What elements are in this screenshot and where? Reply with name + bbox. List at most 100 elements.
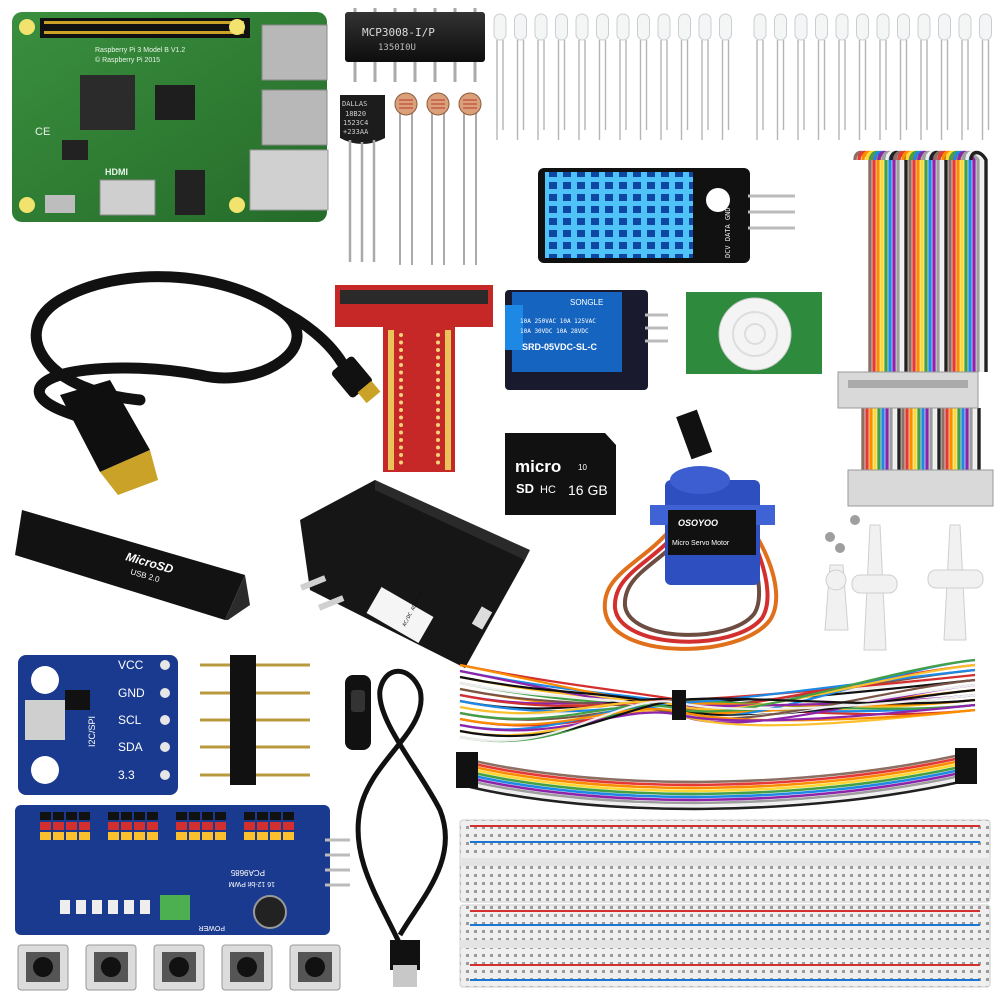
led — [678, 13, 691, 140]
pwm-header-pin — [121, 832, 132, 840]
ribbon-jumper-wire — [469, 765, 961, 796]
ribbon-jumper-wire — [469, 759, 961, 790]
pwm-header-pin — [202, 812, 213, 820]
led — [719, 13, 732, 140]
pwm-resistor — [108, 900, 118, 914]
cobbler-pin — [399, 370, 403, 375]
ribbon-jumper-wire — [469, 774, 961, 805]
sensor-brand: DALLAS — [342, 100, 367, 108]
relay-model: SRD-05VDC-SL-C — [522, 342, 598, 352]
led — [897, 13, 910, 140]
led — [575, 13, 589, 140]
gpio-header-icon — [40, 18, 250, 38]
ribbon-wire — [969, 150, 988, 372]
micro-servo: OSOYOO Micro Servo Motor — [602, 409, 779, 651]
power-adapter: AC/DC ADAPTER — [299, 480, 530, 668]
led — [616, 13, 630, 140]
cobbler-pin — [399, 363, 403, 367]
pir-motion-sensor — [686, 292, 822, 374]
cobbler-pin — [436, 423, 440, 427]
i2c-pin-33: 3.3 — [118, 768, 135, 782]
pwm-header-pin — [189, 832, 200, 840]
led — [596, 13, 609, 140]
adc-part-number: MCP3008-I/P — [362, 26, 435, 39]
sensor-part: 18B20 — [345, 110, 366, 118]
cobbler-pin — [436, 378, 440, 382]
cobbler-pin — [399, 423, 403, 427]
pwm-power: POWER — [199, 924, 225, 931]
ribbon-jumper-wire — [469, 771, 961, 802]
hdmi-cable — [30, 271, 381, 495]
pin-headers — [200, 655, 310, 785]
cobbler-pin — [436, 363, 440, 367]
cobbler-pin — [399, 400, 403, 405]
cobbler-pin — [399, 430, 403, 435]
photoresistors — [394, 92, 482, 265]
i2c-pin-sda: SDA — [118, 740, 143, 754]
pwm-header-pin — [134, 832, 145, 840]
pwm-header-pin — [108, 812, 119, 820]
pushbutton-icon — [289, 944, 341, 991]
pwm-header-pin — [134, 822, 145, 830]
led-bundle — [493, 13, 992, 140]
pwm-header-pin — [53, 832, 64, 840]
led — [794, 13, 808, 140]
ribbon-wire — [853, 150, 872, 372]
cobbler-pin — [436, 415, 440, 420]
pwm-header-pin — [283, 832, 294, 840]
pwm-header-pin — [147, 832, 158, 840]
led — [938, 13, 951, 140]
i2c-pin-scl: SCL — [118, 713, 142, 727]
led — [657, 13, 671, 140]
ribbon-jumper-wire — [469, 756, 961, 787]
sd-capacity: 16 GB — [568, 482, 608, 498]
cobbler-pin — [436, 430, 440, 435]
i2c-pin-vcc: VCC — [118, 658, 144, 672]
cobbler-pin — [436, 408, 440, 412]
pwm-header-pin — [270, 832, 281, 840]
cobbler-pin — [436, 340, 440, 345]
microsd-card: micro SD HC 10 16 GB — [505, 433, 616, 515]
pwm-resistor — [92, 900, 102, 914]
pwm-model: PCA9685 — [230, 868, 265, 877]
pwm-header-pin — [176, 832, 187, 840]
push-buttons — [17, 944, 341, 991]
pushbutton-icon — [17, 944, 69, 991]
sd-hc: HC — [540, 484, 556, 496]
led — [493, 13, 507, 140]
pwm-header-pin — [244, 812, 255, 820]
pwm-header-pin — [202, 832, 213, 840]
ribbon-jumper-wire — [469, 762, 961, 793]
pwm-header-pin — [147, 812, 158, 820]
pi-hdmi-label: HDMI — [105, 167, 128, 177]
sensor-code: 1523C4 — [343, 119, 368, 127]
pwm-header-pin — [108, 822, 119, 830]
led — [958, 13, 972, 140]
pwm-header-pin — [53, 812, 64, 820]
cobbler-pin — [399, 415, 403, 420]
pwm-header-pin — [147, 822, 158, 830]
cobbler-pin — [436, 445, 440, 450]
cobbler-pin — [436, 370, 440, 375]
pwm-header-pin — [79, 832, 90, 840]
pwm-header-pin — [257, 832, 268, 840]
pwm-header-pin — [40, 822, 51, 830]
usb-port-icon — [249, 24, 329, 211]
cobbler-pin — [436, 400, 440, 405]
pwm-header-pin — [40, 812, 51, 820]
pushbutton-icon — [85, 944, 137, 991]
ribbon-jumper-wire — [469, 768, 961, 799]
pwm-header-pin — [215, 812, 226, 820]
pwm-header-pin — [108, 832, 119, 840]
jumper-connector — [955, 748, 977, 784]
pwm-resistor — [76, 900, 86, 914]
dht-pin-label: DCV DATA GND — [724, 207, 732, 258]
pwm-header-pin — [121, 822, 132, 830]
cobbler-pin — [399, 340, 403, 345]
mcp3008-adc-chip: MCP3008-I/P 1350I0U — [345, 8, 485, 82]
breadboards — [459, 819, 991, 988]
pwm-header-pin — [283, 822, 294, 830]
relay-rating-1: 10A 250VAC 10A 125VAC — [520, 318, 596, 325]
gpio-ribbon-cable — [837, 150, 994, 507]
